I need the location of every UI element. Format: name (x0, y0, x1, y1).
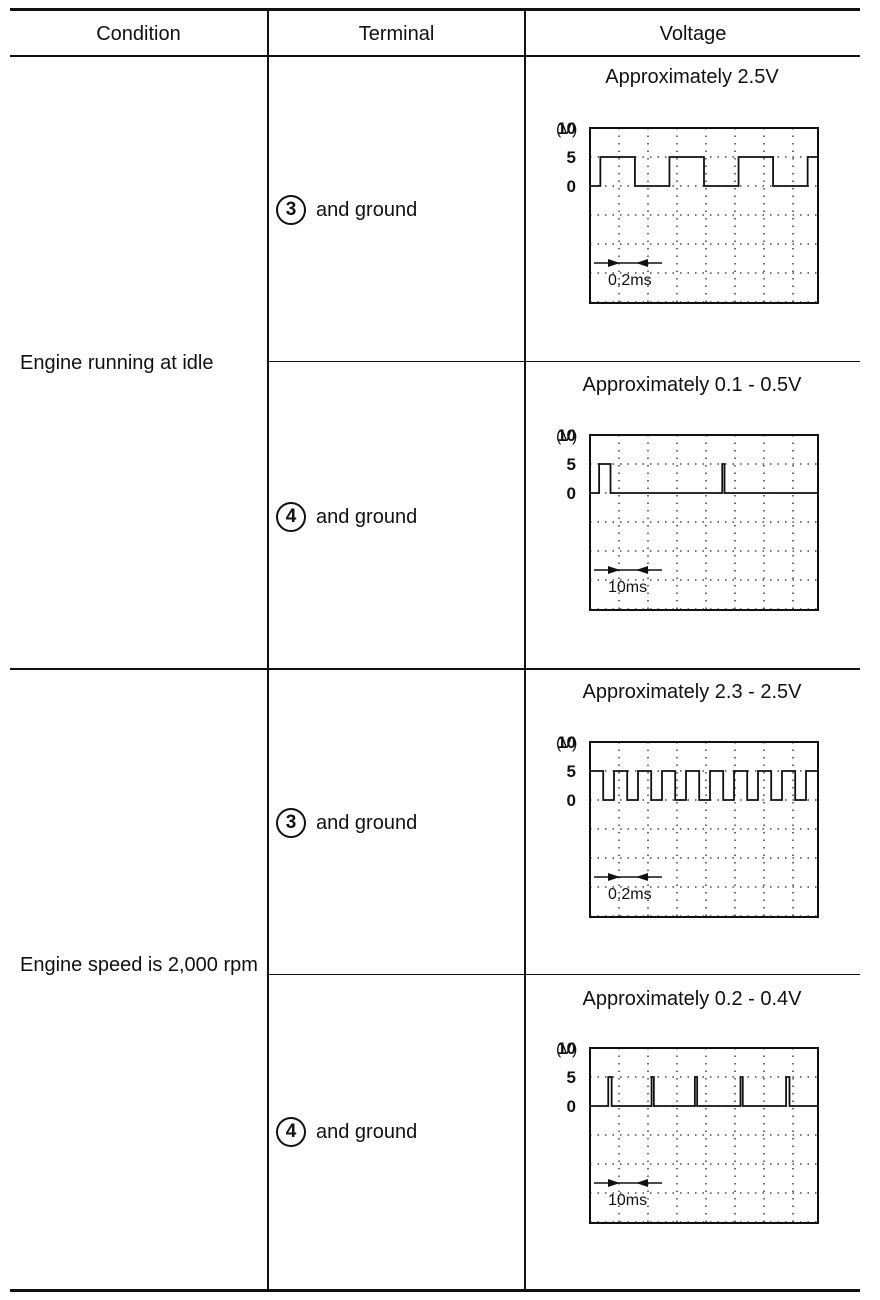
axis-unit-label: (V) (556, 1041, 577, 1058)
time-marker-arrow (636, 1179, 648, 1187)
y-tick-label: 10 (557, 426, 576, 445)
terminal-cell: 3 and ground (276, 193, 521, 227)
terminal-number-badge: 3 (276, 195, 306, 225)
terminal-cell: 3 and ground (276, 806, 521, 840)
terminal-cell: 4 and ground (276, 1115, 521, 1149)
y-tick-label: 5 (567, 762, 576, 781)
time-scale-label: 0.2ms (608, 886, 652, 903)
column-divider (267, 8, 269, 1292)
y-tick-label: 10 (557, 733, 576, 752)
terminal-label: and ground (316, 811, 418, 834)
time-scale-label: 10ms (608, 579, 647, 596)
voltage-waveform (590, 463, 818, 494)
terminal-label: and ground (316, 1120, 418, 1143)
group-divider-rule (10, 668, 860, 670)
time-marker-arrow (608, 1179, 620, 1187)
terminal-number-badge: 4 (276, 502, 306, 532)
terminal-cell: 4 and ground (276, 500, 521, 534)
time-marker-arrow (608, 259, 620, 267)
axis-unit-label: (V) (556, 428, 577, 445)
condition-cell: Engine speed is 2,000 rpm (20, 954, 258, 976)
terminal-label: and ground (316, 505, 418, 528)
oscilloscope-waveform: (V)10 5 0 0.2ms (556, 119, 819, 304)
table-top-rule (10, 8, 860, 11)
time-scale-label: 10ms (608, 1192, 647, 1209)
y-tick-label: 0 (567, 1097, 576, 1116)
terminal-number-badge: 3 (276, 808, 306, 838)
y-tick-label: 5 (567, 455, 576, 474)
time-marker-arrow (636, 566, 648, 574)
voltage-waveform (590, 156, 818, 187)
y-tick-label: 5 (567, 1068, 576, 1087)
header-terminal: Terminal (358, 23, 435, 45)
voltage-value: Approximately 2.3 - 2.5V (582, 681, 802, 703)
terminal-label: and ground (316, 198, 418, 221)
header-voltage: Voltage (659, 23, 727, 45)
time-marker-arrow (608, 566, 620, 574)
y-tick-label: 0 (567, 484, 576, 503)
voltage-value: Approximately 0.2 - 0.4V (582, 988, 802, 1010)
voltage-waveform (590, 1076, 818, 1107)
terminal-number-badge: 4 (276, 1117, 306, 1147)
time-scale-label: 0.2ms (608, 272, 652, 289)
oscilloscope-waveform: (V)10 5 0 10ms (556, 426, 819, 611)
time-marker-arrow (636, 873, 648, 881)
table-bottom-rule (10, 1289, 860, 1292)
voltage-value: Approximately 2.5V (605, 66, 779, 88)
row-divider-rule (268, 361, 860, 362)
y-tick-label: 10 (557, 1039, 576, 1058)
column-divider (524, 8, 526, 1292)
axis-unit-label: (V) (556, 735, 577, 752)
row-divider-rule (268, 974, 860, 975)
time-marker-arrow (608, 873, 620, 881)
y-tick-label: 0 (567, 177, 576, 196)
y-tick-label: 10 (557, 119, 576, 138)
oscilloscope-waveform: (V)10 5 0 0.2ms (556, 733, 819, 918)
oscilloscope-waveform: (V)10 5 0 10ms (556, 1039, 819, 1224)
y-tick-label: 0 (567, 791, 576, 810)
header-bottom-rule (10, 55, 860, 57)
header-condition: Condition (96, 23, 181, 45)
time-marker-arrow (636, 259, 648, 267)
voltage-value: Approximately 0.1 - 0.5V (582, 374, 802, 396)
axis-unit-label: (V) (556, 121, 577, 138)
voltage-waveform (590, 770, 818, 801)
condition-cell: Engine running at idle (20, 352, 214, 374)
y-tick-label: 5 (567, 148, 576, 167)
